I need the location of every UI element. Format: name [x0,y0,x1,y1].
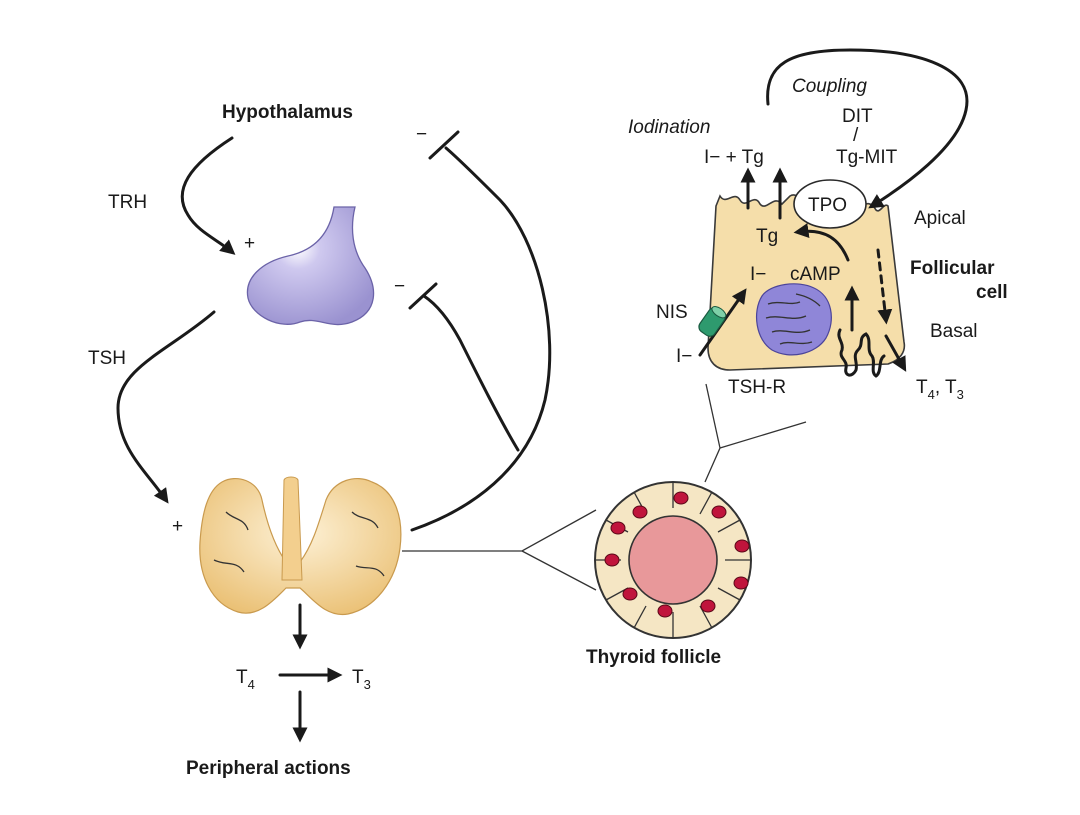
tsh-receptor [837,328,886,378]
hypothalamus-minus: − [416,124,427,145]
trh-arrow [180,136,236,255]
cell-label: cell [976,282,1008,303]
apical-label: Apical [914,208,966,229]
tsh-r-label: TSH-R [728,377,786,398]
thyroid-follicle [594,481,752,639]
peripheral-actions-label: Peripheral actions [186,758,351,779]
thyroid-follicle-label: Thyroid follicle [586,647,721,668]
nis-transporter [698,306,727,337]
nis-label: NIS [656,302,688,323]
thyroid-gland [199,476,402,616]
tg-mit-label: Tg-MIT [836,147,898,168]
feedback-to-pituitary [422,294,520,452]
pituitary-inhibit-bar [408,282,438,310]
dit-slash: / [853,125,859,146]
camp-label: cAMP [790,264,841,285]
hypothalamus-label: Hypothalamus [222,102,353,123]
hormone-release-arrow [884,334,907,372]
trh-label: TRH [108,192,147,213]
iodide-inner-label: I− [750,264,766,285]
coupling-label: Coupling [792,76,867,97]
gland-follicle-connector [402,509,597,591]
trh-plus-sign: + [244,233,255,254]
camp-to-tg-arrow [793,223,850,262]
hypothalamus-inhibit-bar [428,130,460,160]
follicle-cell-connector [704,383,807,483]
tsh-plus-sign: + [172,516,183,537]
dit-label: DIT [842,106,873,127]
t4-t3-secreted-label: T4, T3 [916,377,964,402]
tg-inner-label: Tg [756,226,778,247]
tsh-arrow [116,310,216,504]
basal-label: Basal [930,321,978,342]
iodide-plus-tg-label: I− + Tg [704,147,764,168]
iodination-label: Iodination [628,117,710,138]
pituitary-minus: − [394,276,405,297]
t4-label: T4 [236,667,255,692]
iodide-outer-label: I− [676,346,692,367]
follicular-label: Follicular [910,258,995,279]
coupling-arrow [766,48,969,209]
secretion-dashed-arrow [876,248,893,325]
t3-label: T3 [352,667,371,692]
feedback-to-hypothalamus [410,146,552,532]
tpo-label: TPO [808,195,847,216]
pituitary-gland [246,206,375,326]
tpo-enzyme [793,179,867,229]
tsh-label: TSH [88,348,126,369]
